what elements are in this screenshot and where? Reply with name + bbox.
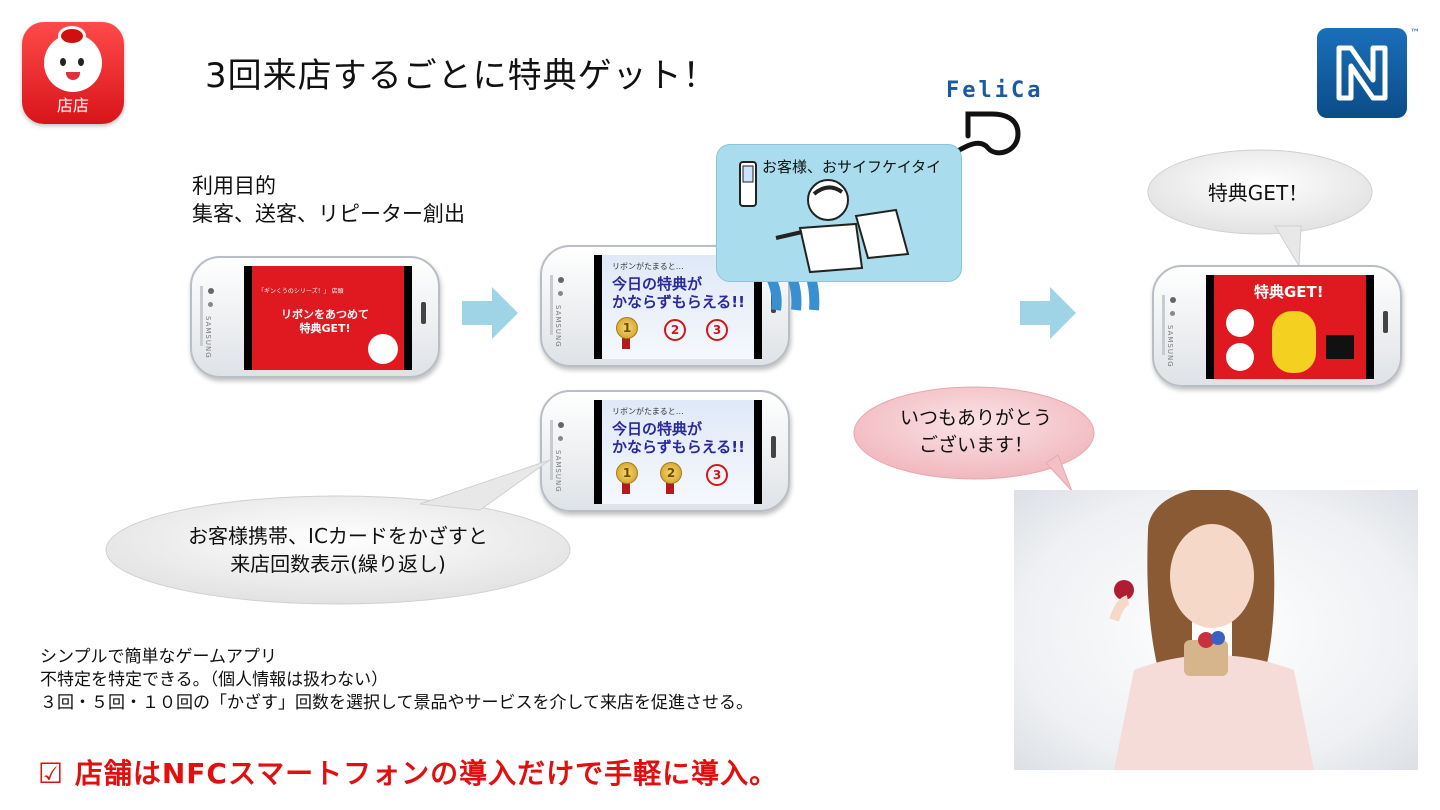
card-icon [1326, 335, 1354, 359]
arrow-right-icon [1020, 287, 1076, 339]
confetti-icon [1226, 343, 1254, 371]
gift-icon [1226, 309, 1254, 337]
bubble-thanks-text: いつもありがとう ございます！ [899, 407, 1052, 456]
start-screen: 「ギンくうのシリーズ！」 店頭 リボンをあつめて 特典GET! [252, 266, 404, 370]
phone-reward-screen: SAMSUNG 特典GET! [1152, 265, 1402, 387]
screen-subtitle: リボンがたまると… [612, 262, 684, 271]
circle-number: 2 [664, 319, 686, 341]
n-mark-icon [1317, 28, 1407, 118]
screen-caption: 「ギンくうのシリーズ！」 店頭 [258, 288, 344, 295]
phone-progress-2: SAMSUNG リボンがたまると… 今日の特典がかならずもらえる!! 1 2 3 [540, 390, 790, 512]
character-icon [368, 334, 398, 364]
description-line: 不特定を特定できる。（個人情報は扱わない） [40, 670, 389, 690]
speech-bubble-ic [105, 459, 571, 605]
circle-number: 3 [706, 319, 728, 341]
bubble-ic-text: お客様携帯、ICカードをかざすと 来店回数表示(繰り返し) [188, 524, 488, 576]
purpose-title: 利用目的 [192, 174, 276, 198]
progress-screen: リボンがたまると… 今日の特典がかならずもらえる!! 1 2 3 [602, 400, 754, 504]
purpose-text: 集客、送客、リピーター創出 [192, 202, 465, 226]
app-icon-label: 店店 [56, 96, 89, 115]
customer-with-phone-icon [739, 161, 910, 274]
felica-logo-text: FeliCa [946, 78, 1044, 103]
arrow-right-icon [462, 287, 518, 339]
medal-icon: 1 [616, 462, 638, 484]
screen-headline: リボンをあつめて 特典GET! [281, 308, 369, 335]
woman-photo [1014, 488, 1418, 770]
app-icon[interactable]: 店店 [22, 22, 124, 124]
description-line: シンプルで簡単なゲームアプリ [40, 647, 277, 667]
screen-headline: 今日の特典がかならずもらえる!! [612, 275, 745, 311]
medal-icon: 2 [660, 462, 682, 484]
highlight-statement: ☑ 店舗はNFCスマートフォンの導入だけで手軽に導入。 [38, 757, 779, 790]
speech-bubble-tokuten [1147, 149, 1373, 268]
customer-label: お客様、おサイフケイタイ [762, 158, 942, 176]
medal-icon: 1 [616, 317, 638, 339]
reward-screen: 特典GET! [1214, 275, 1366, 379]
trademark-label: ™ [1410, 28, 1420, 39]
phone-progress-1: SAMSUNG リボンがたまると… 今日の特典がかならずもらえる!! 1 2 3 [540, 245, 790, 367]
ribbon-icon [58, 26, 86, 46]
phone-brand: SAMSUNG [554, 305, 562, 348]
felica-icon [952, 108, 1026, 170]
page-title: 3回来店するごとに特典ゲット！ [205, 56, 718, 96]
circle-number: 3 [706, 464, 728, 486]
phone-brand: SAMSUNG [1166, 325, 1174, 368]
screen-subtitle: リボンがたまると… [612, 407, 684, 416]
phone-start-screen: SAMSUNG 「ギンくうのシリーズ！」 店頭 リボンをあつめて 特典GET! [190, 256, 440, 378]
reward-title: 特典GET! [1254, 283, 1324, 301]
phone-brand: SAMSUNG [204, 316, 212, 359]
bubble-tokuten-text: 特典GET！ [1207, 181, 1309, 205]
screen-headline: 今日の特典がかならずもらえる!! [612, 420, 745, 456]
speech-bubble-thanks [853, 386, 1095, 492]
description-line: ３回・５回・１０回の「かざす」回数を選択して景品やサービスを介して来店を促進させ… [40, 693, 753, 713]
character-icon [1272, 311, 1316, 373]
